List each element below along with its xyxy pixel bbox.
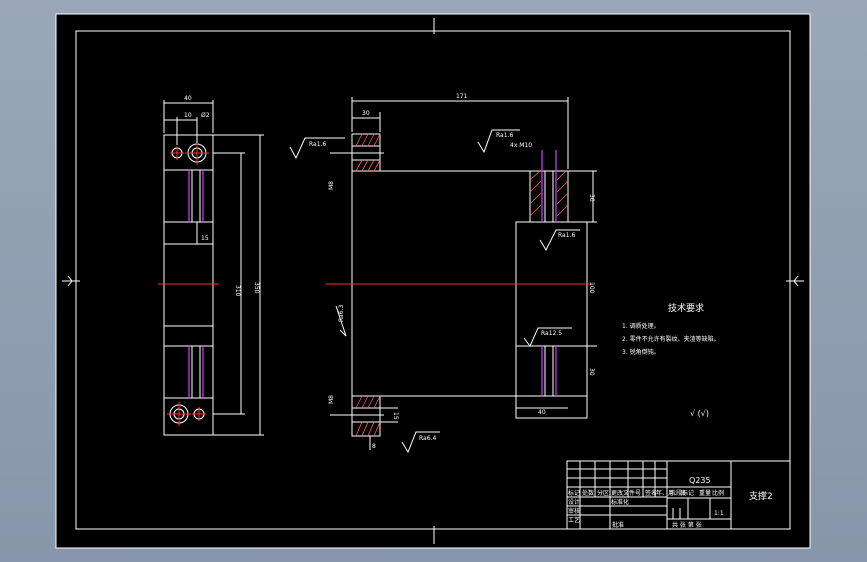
- roughness-top: Ra1.6: [309, 141, 326, 148]
- drawing-frame: [75, 30, 791, 530]
- drawing-sheet: [55, 13, 811, 549]
- dim-right-height: 100: [588, 282, 595, 294]
- thread-label: 4x M10: [510, 142, 532, 149]
- part-name: 支撑2: [749, 490, 773, 502]
- dim-hole-dia: Ø2: [201, 112, 210, 119]
- roughness-mid-right: Ra1.6: [558, 232, 575, 239]
- process-label: 工艺: [568, 516, 580, 524]
- approve-label: 批准: [612, 521, 624, 529]
- dim-total-length: 171: [456, 93, 468, 100]
- material: Q235: [689, 476, 711, 485]
- tech-item-3: 3. 锐角倒钝。: [622, 348, 660, 356]
- tech-title: 技术要求: [668, 302, 704, 314]
- dim-inner-height: 310: [234, 285, 241, 297]
- sheet-label: 共 张 第 张: [672, 521, 702, 529]
- designer-label: 设计: [568, 498, 580, 506]
- dim-bottom-small2: 8: [372, 443, 376, 450]
- roughness-left: Ra6.3: [338, 305, 345, 322]
- roughness-lower-right: Ra12.5: [541, 330, 562, 337]
- dim-total-height: 350: [253, 282, 260, 294]
- row-label-zone: 分区: [597, 489, 609, 497]
- front-view: 40 10 Ø2 310 350 15: [158, 95, 264, 436]
- dim-bottom-small: 15: [392, 412, 399, 420]
- surface-symbol: √ (√): [690, 409, 709, 418]
- row-label-count: 处数: [582, 489, 594, 497]
- dim-left-bottom: M8: [328, 395, 335, 404]
- dim-top-block: 30: [362, 110, 370, 117]
- checker-label: 审核: [568, 507, 580, 515]
- row-label-mark: 标记: [568, 489, 580, 497]
- row-label-date: 年、月、日: [656, 489, 686, 497]
- scale-label: 比例: [712, 489, 724, 497]
- weight-label: 重量: [699, 489, 711, 497]
- dim-hole-offset: 10: [184, 112, 192, 119]
- tech-item-2: 2. 零件不允许有裂纹、夹渣等缺陷。: [622, 335, 720, 343]
- stage-label: 阶段标记: [670, 489, 694, 497]
- dim-right-block-width: 40: [538, 409, 546, 416]
- side-view: 171 30 30 100 30 40 Ra1.6 Ra1.6 4x M10 R…: [289, 93, 597, 454]
- row-label-sign: 签名: [645, 489, 657, 497]
- title-block: Q235 支撑2 标记 处数 分区 更改文件号 签名 年、月、日 设计 标准化 …: [566, 460, 791, 530]
- tech-item-1: 1. 调质处理。: [622, 322, 660, 330]
- tech-requirements: 技术要求 1. 调质处理。 2. 零件不允许有裂纹、夹渣等缺陷。 3. 锐角倒钝…: [622, 302, 720, 356]
- dim-top-right: 30: [588, 194, 595, 202]
- roughness-bottom: Ra6.4: [419, 435, 436, 442]
- dim-step: 15: [201, 235, 209, 242]
- row-label-change: 更改文件号: [611, 489, 641, 497]
- scale-value: 1:1: [714, 510, 724, 517]
- standard-label: 标准化: [611, 498, 629, 506]
- dim-bottom-right: 30: [588, 368, 595, 376]
- roughness-top-right: Ra1.6: [496, 132, 513, 139]
- centering-marks: [62, 18, 804, 544]
- dim-width: 40: [184, 95, 192, 102]
- dim-left-top: M8: [328, 181, 335, 190]
